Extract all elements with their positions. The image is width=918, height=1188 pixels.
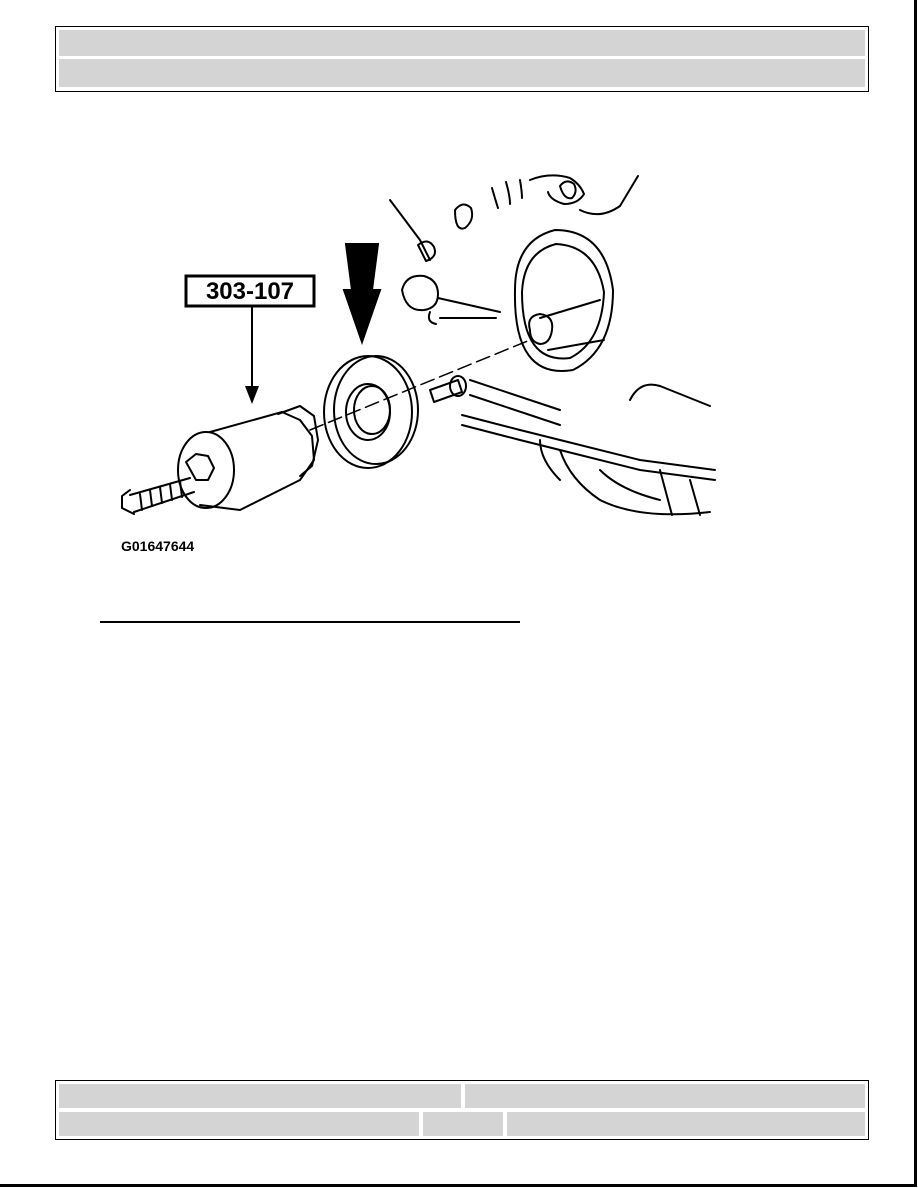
header-title: [59, 30, 865, 56]
footer-cell-left-top: [59, 1084, 461, 1108]
tool-number-label: 303-107: [206, 278, 294, 305]
page-header: [55, 26, 869, 92]
seal-installer-tool: [121, 405, 319, 515]
installation-direction-arrow: [342, 243, 382, 346]
seal-installer-illustration: 303-107: [121, 174, 716, 516]
header-subtitle: [59, 59, 865, 87]
engine-block: [389, 174, 716, 516]
front-crankshaft-seal: [323, 355, 419, 469]
section-divider: [100, 621, 520, 623]
crankshaft-stud: [429, 375, 467, 403]
centerline: [309, 339, 531, 431]
tool-number-callout: 303-107: [184, 274, 316, 404]
footer-cell-right-top: [465, 1084, 865, 1108]
footer-cell-left-bottom: [59, 1112, 419, 1136]
footer-cell-right-bottom: [507, 1112, 865, 1136]
page-footer: [55, 1080, 869, 1140]
figure-id: G01647644: [121, 538, 195, 554]
footer-cell-mid-bottom: [423, 1112, 503, 1136]
